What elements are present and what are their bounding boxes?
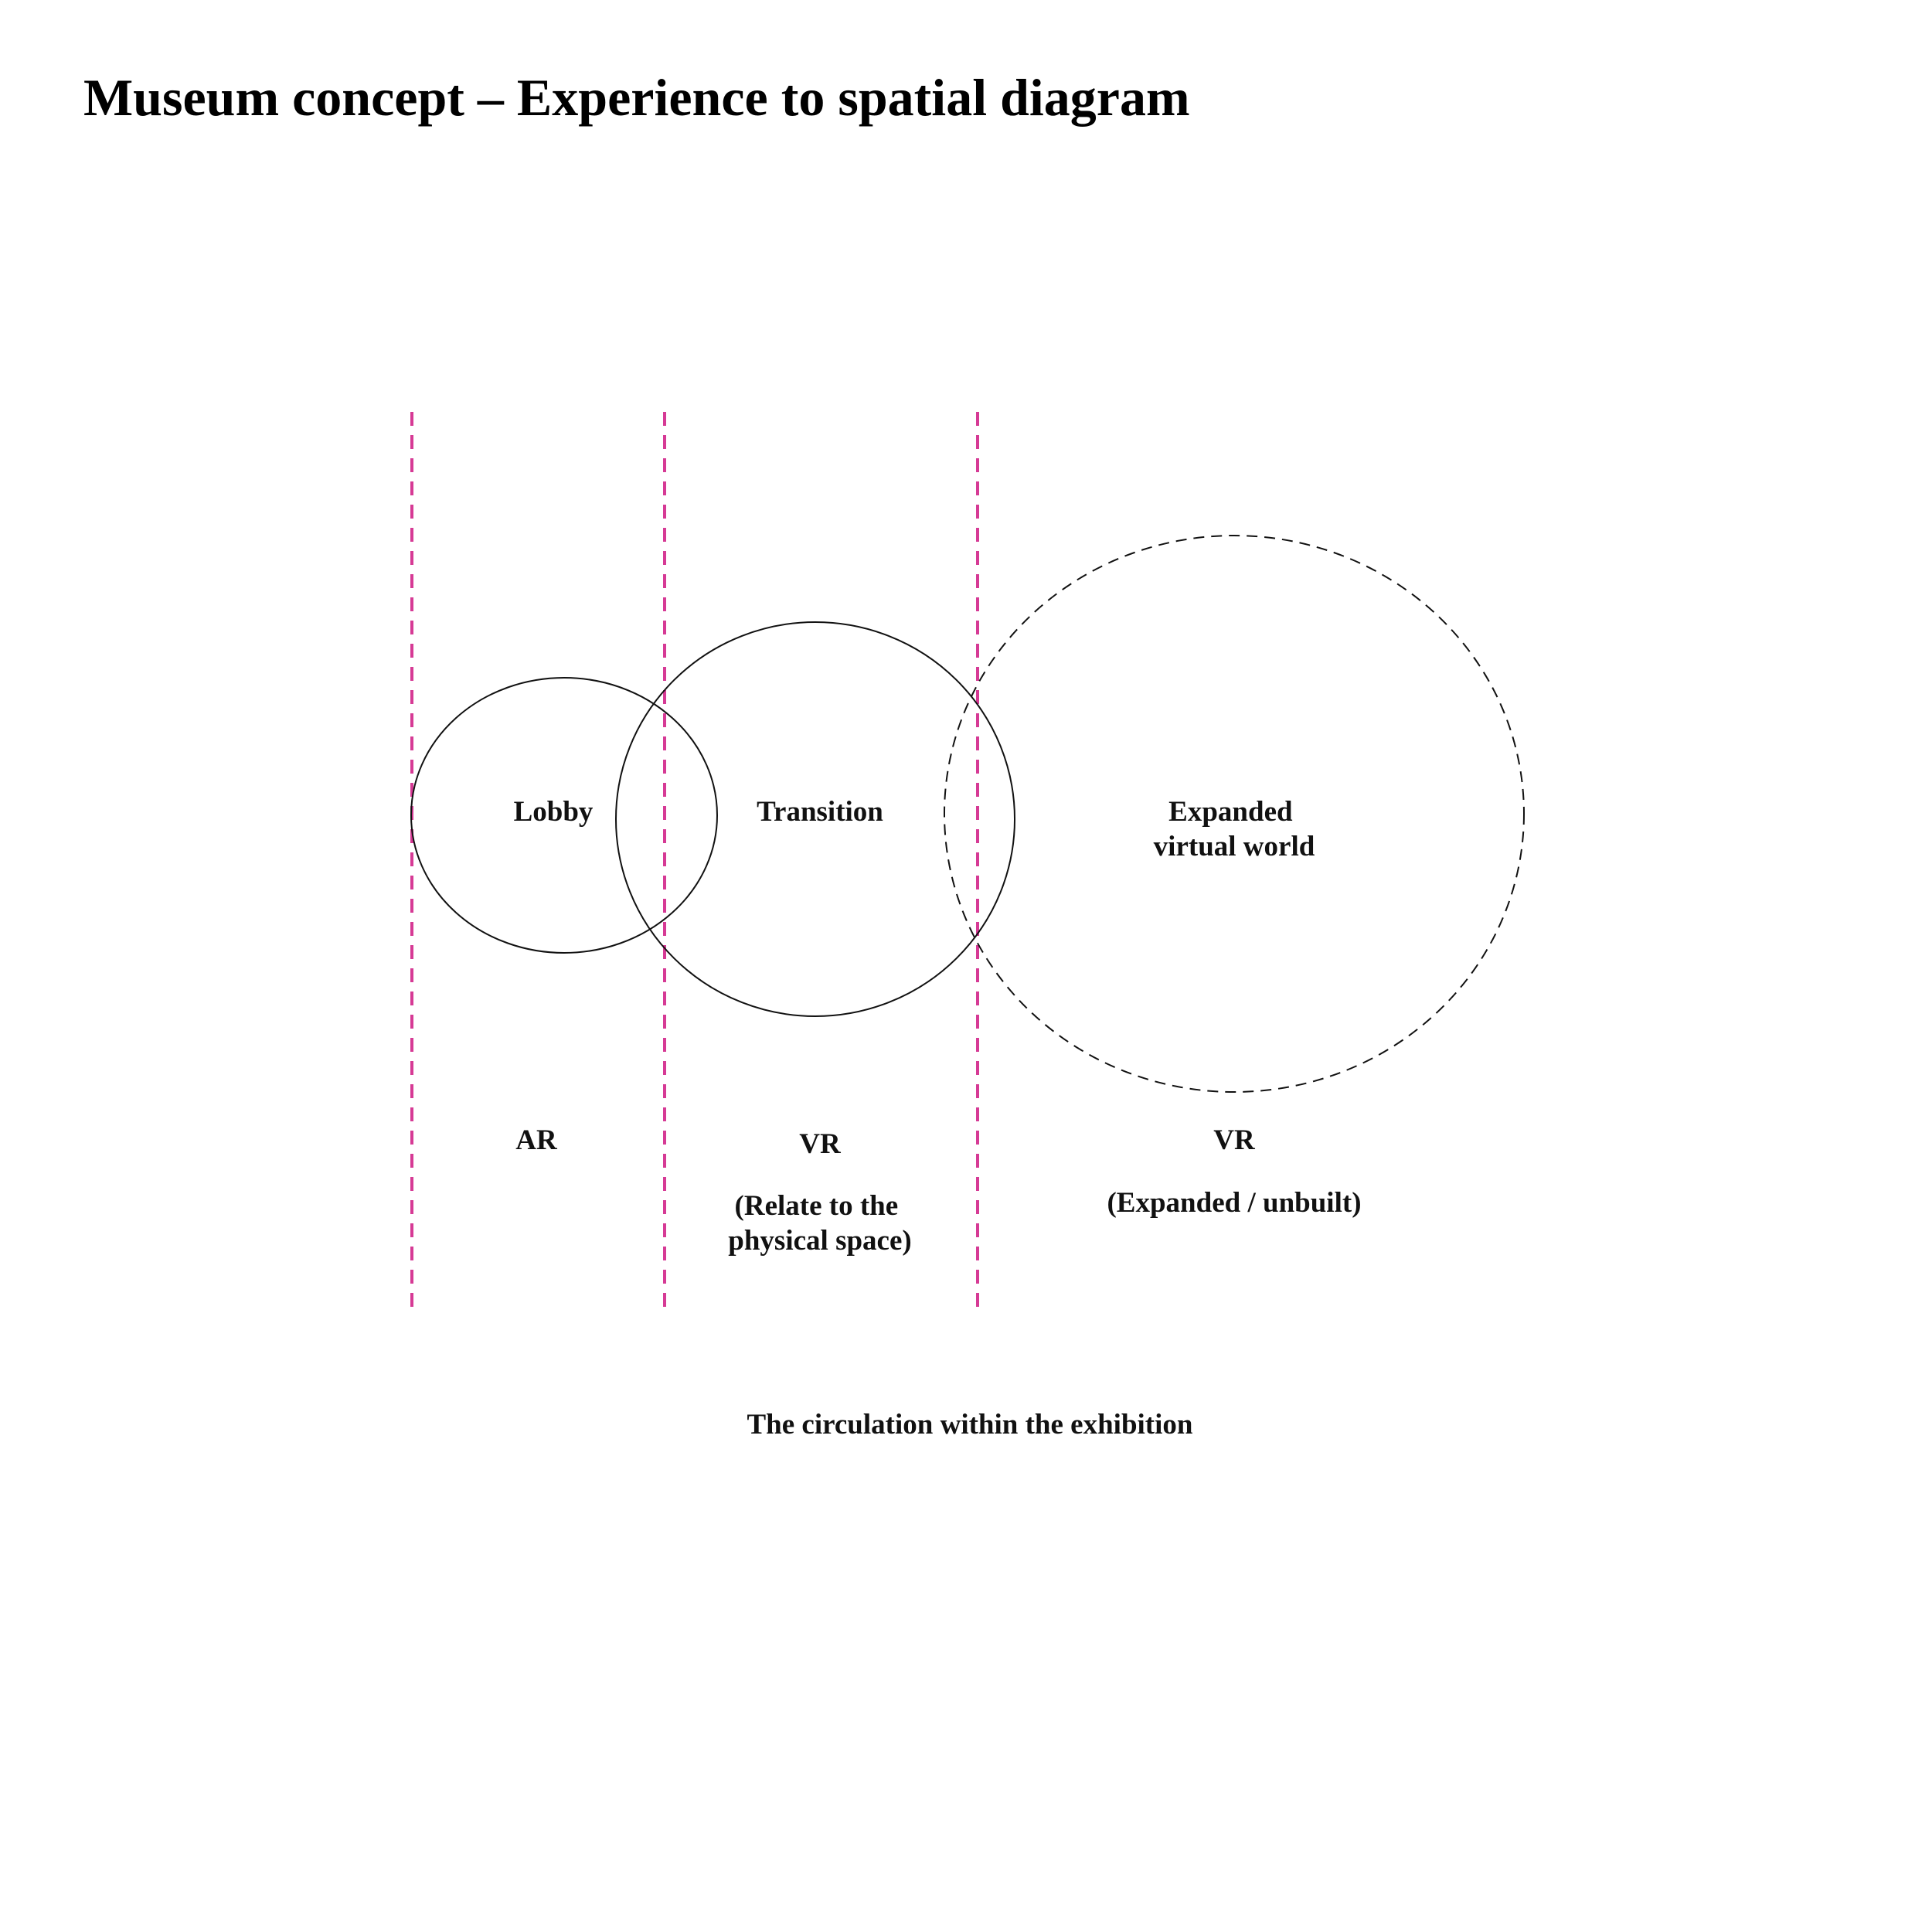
transition-circle xyxy=(615,621,1015,1017)
expanded-virtual-world-circle xyxy=(944,535,1525,1093)
diagram-caption: The circulation within the exhibition xyxy=(747,1409,1193,1440)
page-title: Museum concept – Experience to spatial d… xyxy=(83,68,1190,127)
expanded-virtual-world-label: Expanded virtual world xyxy=(1154,796,1315,862)
vr-expanded-experience-label: VR xyxy=(1213,1124,1256,1156)
vr-transition-experience-label: VR xyxy=(799,1128,842,1160)
vr-expanded-note: (Expanded / unbuilt) xyxy=(1107,1187,1361,1219)
vr-transition-note: (Relate to the physical space) xyxy=(728,1190,911,1257)
expanded-label-line-1: Expanded xyxy=(1168,796,1293,828)
vr-transition-note-line-1: (Relate to the xyxy=(735,1190,899,1222)
ar-experience-label: AR xyxy=(515,1124,558,1156)
lobby-label: Lobby xyxy=(514,796,594,828)
expanded-label-line-2: virtual world xyxy=(1154,831,1315,862)
lobby-circle xyxy=(410,677,718,954)
transition-label: Transition xyxy=(757,796,883,828)
vr-transition-note-line-2: physical space) xyxy=(728,1225,911,1257)
